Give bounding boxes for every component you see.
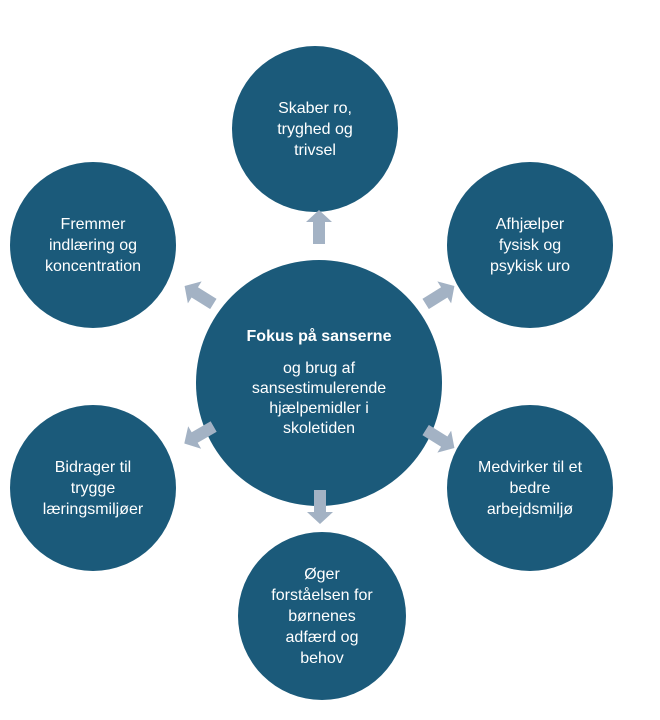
node-upper-right: Afhjælper fysisk og psykisk uro bbox=[447, 162, 613, 328]
node-lower-right-line-3: arbejdsmiljø bbox=[486, 500, 574, 518]
node-lower-right-line-2: bedre bbox=[509, 479, 551, 497]
node-bottom-line-5: behov bbox=[300, 649, 344, 667]
node-upper-right-line-3: psykisk uro bbox=[489, 257, 571, 275]
node-upper-left-line-1: Fremmer bbox=[60, 215, 126, 233]
node-bottom: Øger forståelsen for børnenes adfærd og … bbox=[238, 532, 406, 700]
node-lower-right: Medvirker til et bedre arbejdsmiljø bbox=[447, 405, 613, 571]
node-upper-right-line-2: fysisk og bbox=[498, 236, 562, 254]
arrow-to-top bbox=[306, 210, 332, 244]
arrow-to-bottom bbox=[307, 490, 333, 524]
node-lower-left: Bidrager til trygge læringsmiljøer bbox=[10, 405, 176, 571]
node-top-line-1: Skaber ro, bbox=[278, 99, 352, 117]
arrow-to-upper-left bbox=[178, 275, 221, 315]
center-line-2: sansestimulerende bbox=[251, 380, 387, 397]
node-lower-right-line-1: Medvirker til et bbox=[477, 458, 583, 476]
node-upper-left-line-3: koncentration bbox=[44, 257, 142, 275]
node-bottom-line-2: forståelsen for bbox=[271, 586, 373, 604]
node-lower-left-line-1: Bidrager til bbox=[54, 458, 132, 476]
node-upper-left-line-2: indlæring og bbox=[48, 236, 138, 254]
center-line-1: og brug af bbox=[282, 360, 356, 377]
node-top: Skaber ro, tryghed og trivsel bbox=[232, 46, 398, 212]
node-upper-left: Fremmer indlæring og koncentration bbox=[10, 162, 176, 328]
node-bottom-line-1: Øger bbox=[304, 565, 340, 583]
node-top-line-2: tryghed og bbox=[277, 120, 353, 138]
node-bottom-line-4: adfærd og bbox=[285, 628, 359, 646]
node-upper-right-line-1: Afhjælper bbox=[495, 215, 565, 233]
node-lower-left-line-3: læringsmiljøer bbox=[42, 500, 144, 518]
center-title: Fokus på sanserne bbox=[246, 328, 392, 345]
arrow-to-lower-right bbox=[419, 419, 462, 459]
arrow-to-lower-left bbox=[178, 415, 220, 455]
node-bottom-line-3: børnenes bbox=[288, 607, 356, 625]
node-lower-left-line-2: trygge bbox=[70, 479, 116, 497]
center-circle: Fokus på sanserne og brug af sansestimul… bbox=[196, 260, 442, 506]
center-line-4: skoletiden bbox=[282, 420, 356, 437]
arrow-to-upper-right bbox=[419, 275, 462, 315]
center-line-3: hjælpemidler i bbox=[269, 400, 369, 417]
node-top-line-3: trivsel bbox=[294, 141, 336, 159]
